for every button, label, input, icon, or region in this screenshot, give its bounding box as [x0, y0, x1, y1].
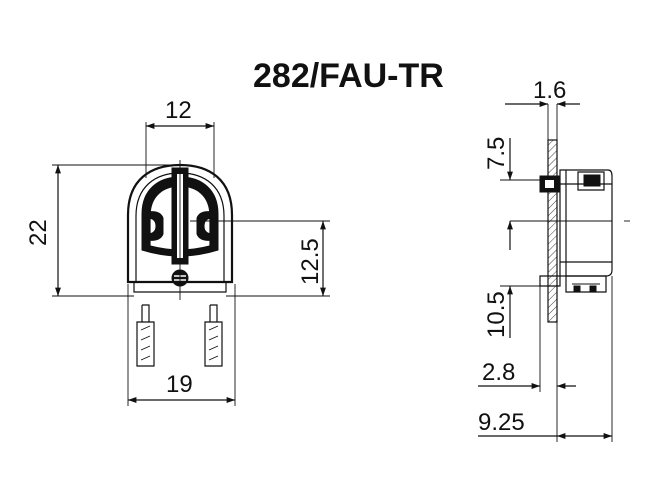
dim-12-5: 12.5 — [297, 238, 324, 285]
dim-19: 19 — [166, 371, 193, 398]
dim-12: 12 — [165, 97, 192, 124]
dim-9-25: 9.25 — [478, 409, 525, 436]
wire-left — [136, 304, 155, 367]
front-view: 12 22 12.5 19 — [25, 97, 330, 406]
side-view: 1.6 7.5 10.5 2.8 9.25 — [478, 77, 630, 442]
dim-22: 22 — [25, 219, 52, 246]
wire-right — [204, 304, 223, 367]
dim-2-8: 2.8 — [482, 359, 515, 386]
drawing-title: 282/FAU-TR — [253, 57, 444, 95]
dim-10-5: 10.5 — [483, 291, 510, 338]
dim-1-6: 1.6 — [533, 77, 566, 104]
dim-7-5: 7.5 — [483, 137, 510, 170]
